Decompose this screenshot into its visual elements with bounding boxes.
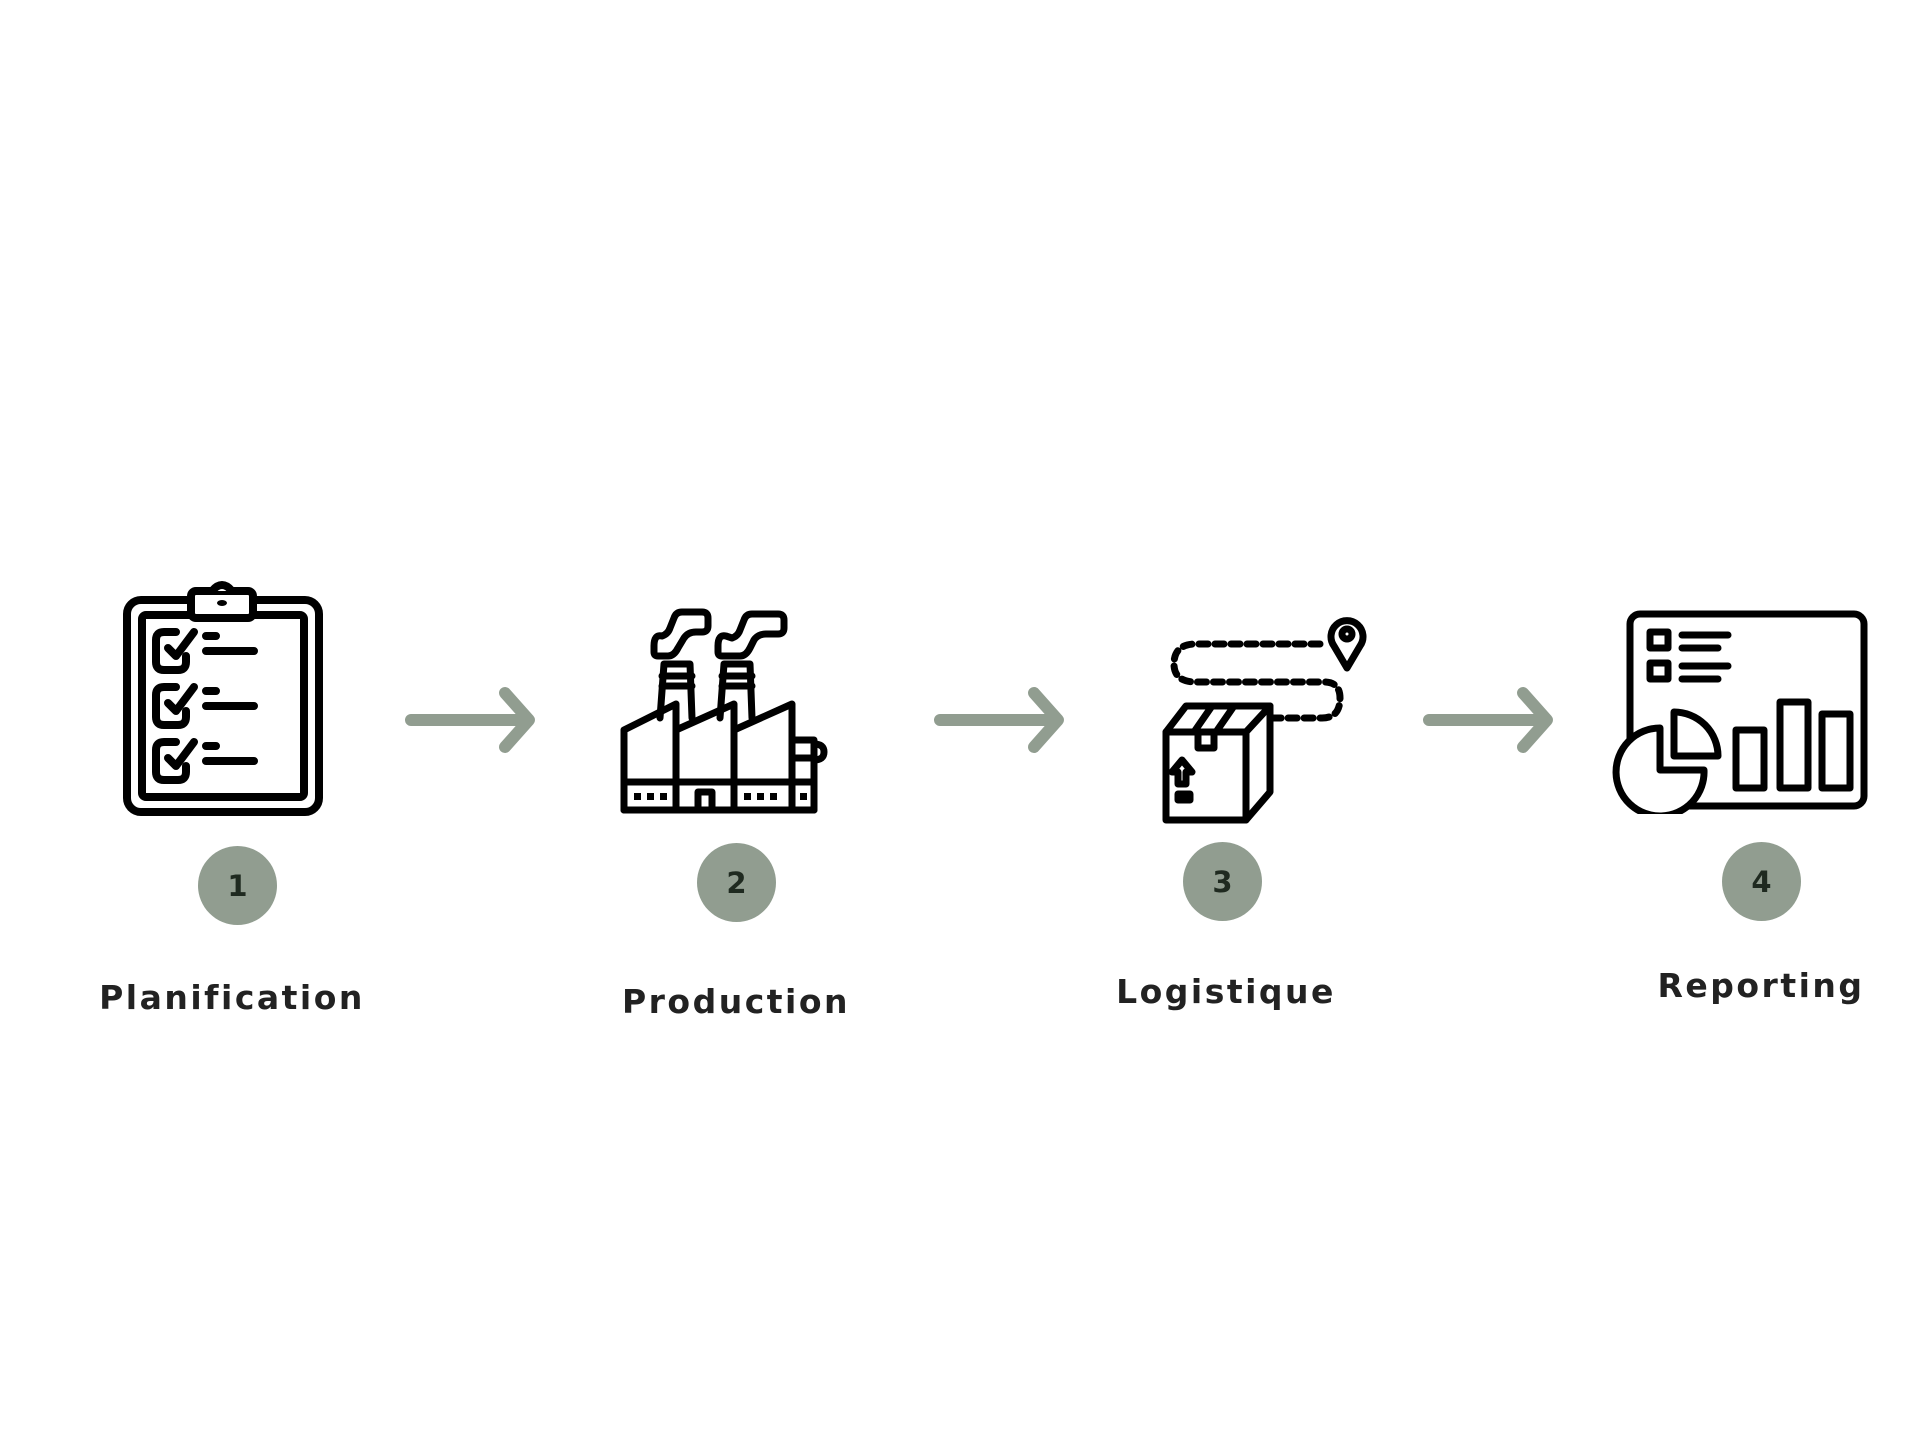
arrow-right-icon bbox=[403, 685, 537, 755]
step-number-badge: 3 bbox=[1183, 842, 1262, 921]
package-route-icon bbox=[1160, 602, 1372, 824]
step-number-badge: 1 bbox=[198, 846, 277, 925]
step-label: Reporting bbox=[1657, 966, 1865, 1005]
step-number-badge: 4 bbox=[1722, 842, 1801, 921]
step-label: Planification bbox=[99, 978, 365, 1017]
step-number: 2 bbox=[726, 865, 747, 900]
step-label: Logistique bbox=[1116, 972, 1336, 1011]
step-number: 4 bbox=[1751, 864, 1772, 899]
step-number-badge: 2 bbox=[697, 843, 776, 922]
step-label: Production bbox=[621, 982, 851, 1021]
step-number: 3 bbox=[1212, 864, 1233, 899]
arrow-right-icon bbox=[1421, 685, 1555, 755]
step-number: 1 bbox=[227, 868, 248, 903]
arrow-right-icon bbox=[932, 685, 1066, 755]
factory-icon bbox=[616, 594, 840, 818]
dashboard-report-icon bbox=[1600, 608, 1868, 814]
clipboard-checklist-icon bbox=[120, 580, 326, 820]
